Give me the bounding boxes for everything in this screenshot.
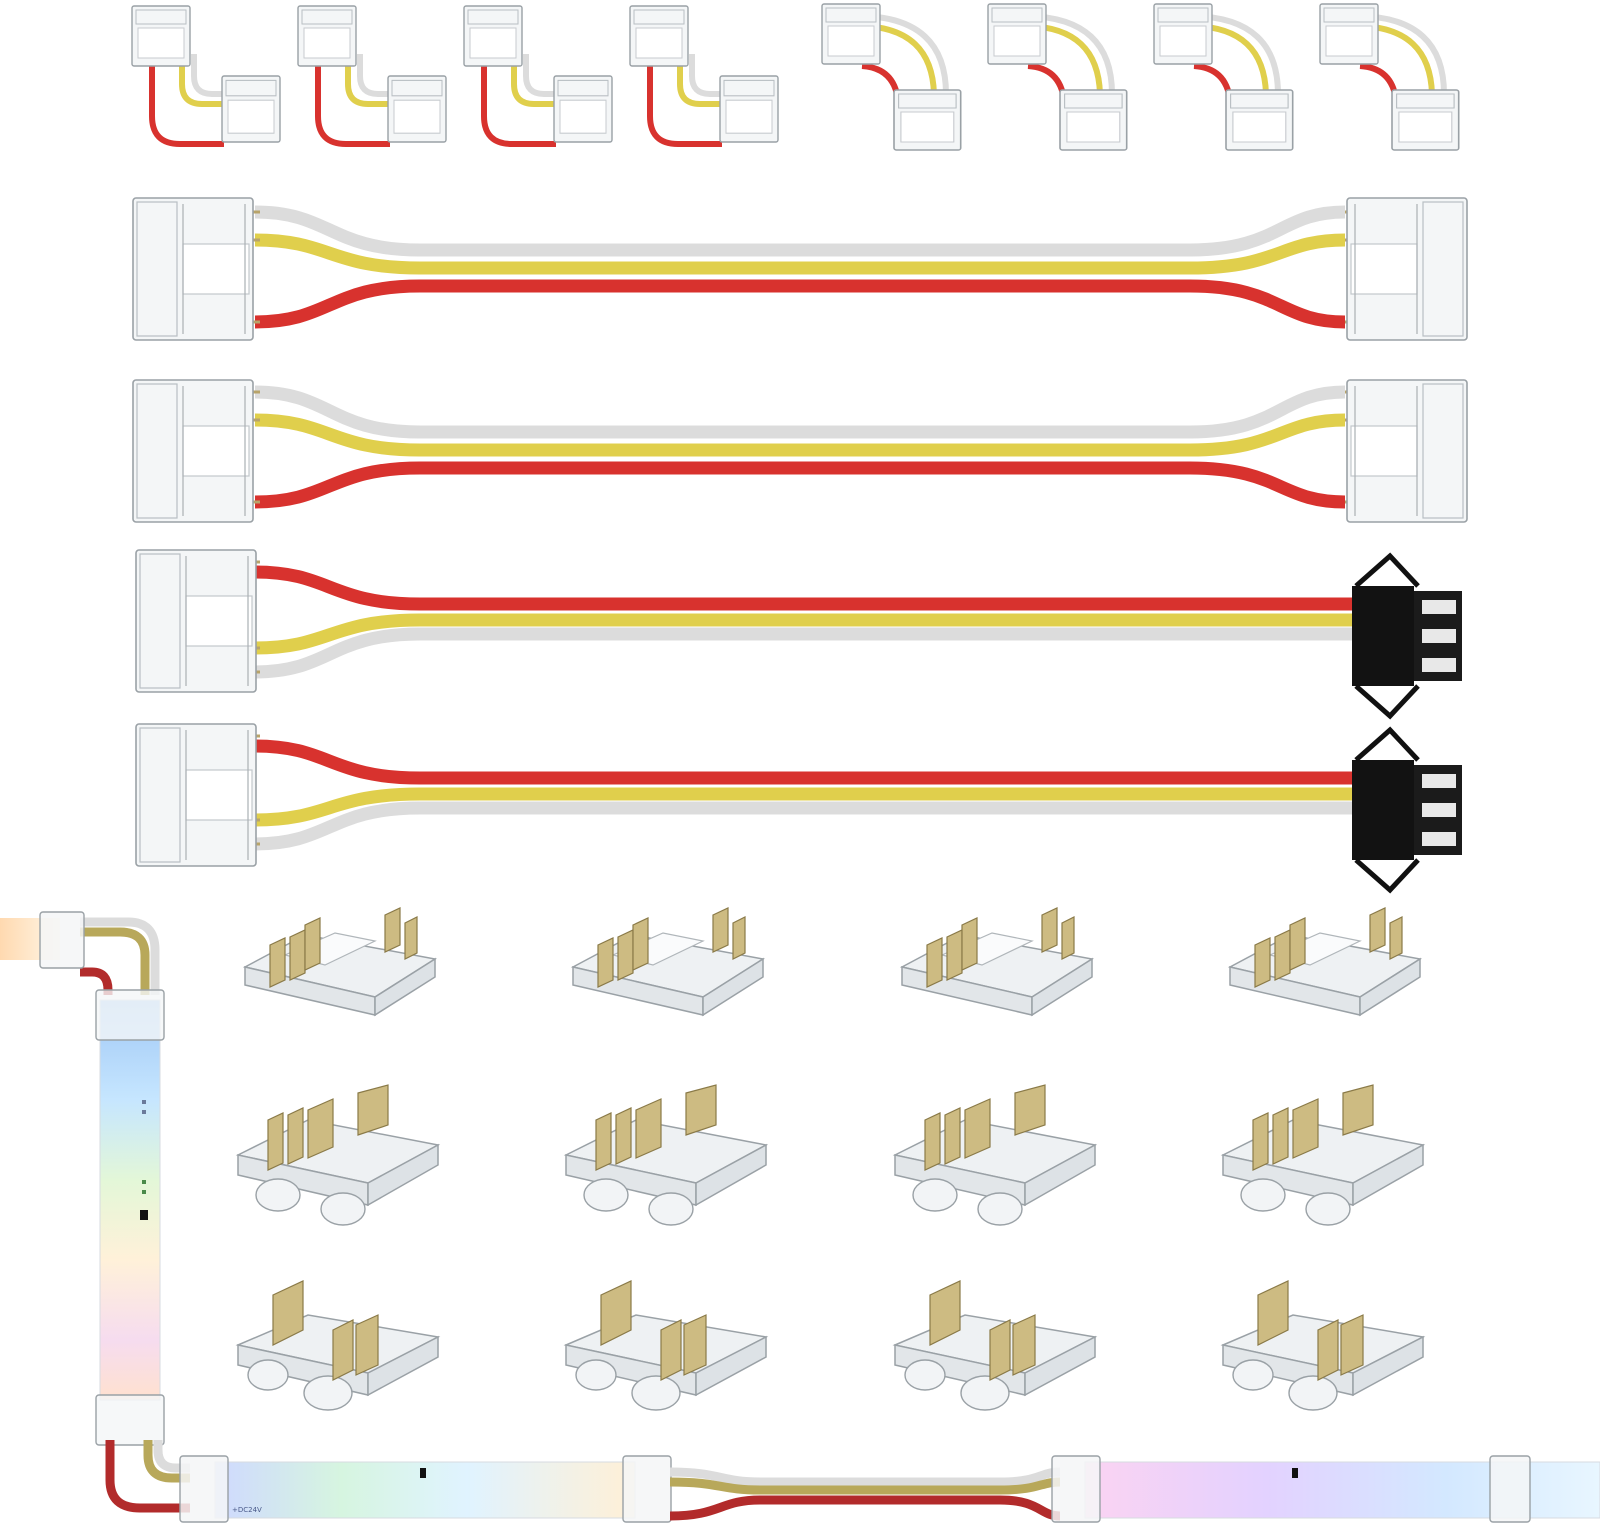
extension-cable xyxy=(132,197,1468,341)
gapless-clip-connector xyxy=(244,907,436,1016)
strip-to-strip-clip-connector-alt xyxy=(894,1280,1096,1411)
l-corner-connector-group xyxy=(131,5,779,147)
led-strip-demo: +DC24V xyxy=(0,911,1600,1523)
gapless-clip-connector xyxy=(901,907,1093,1016)
curved-corner-connector xyxy=(987,3,1128,151)
l-corner-connector xyxy=(297,5,447,147)
jst-pigtail-cable xyxy=(135,723,1462,890)
extension-cable xyxy=(132,379,1468,523)
strip-to-strip-clip-connector-alt xyxy=(237,1280,439,1411)
strip-to-strip-clip-connector xyxy=(565,1084,767,1226)
curved-corner-connector xyxy=(1319,3,1460,151)
l-corner-connector xyxy=(463,5,613,147)
curved-corner-connector xyxy=(821,3,962,151)
l-corner-connector xyxy=(131,5,281,147)
strip-to-strip-clip-connector xyxy=(1222,1084,1424,1226)
gapless-clip-connector xyxy=(572,907,764,1016)
strip-to-strip-clip-connector xyxy=(894,1084,1096,1226)
jst-pigtail-cable xyxy=(135,549,1462,716)
curved-corner-connector-group xyxy=(821,3,1460,151)
curved-corner-connector xyxy=(1153,3,1294,151)
strip-to-strip-clip-connector xyxy=(237,1084,439,1226)
gapless-clip-connector xyxy=(1229,907,1421,1016)
strip-to-strip-clip-connector-alt xyxy=(1222,1280,1424,1411)
l-corner-connector xyxy=(629,5,779,147)
strip-voltage-label: +DC24V xyxy=(232,1506,262,1514)
strip-to-strip-clip-connector-alt xyxy=(565,1280,767,1411)
clip-connector-grid xyxy=(237,907,1424,1411)
